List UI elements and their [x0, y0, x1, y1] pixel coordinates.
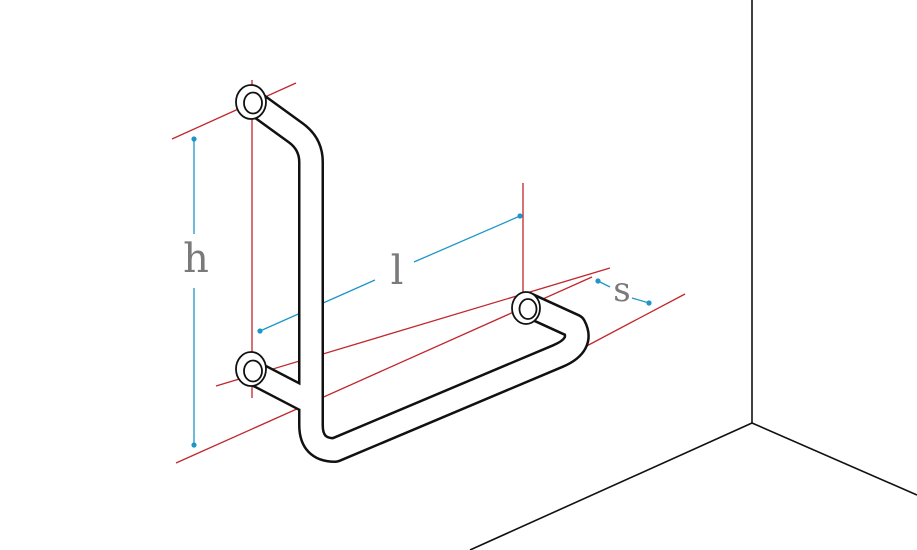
extension-lines: [171, 80, 686, 464]
standoff-endpoint-right: [646, 300, 652, 306]
length-endpoint-right: [517, 213, 523, 219]
mount-flange-bottom: [235, 351, 267, 387]
extension-line-top: [171, 82, 297, 140]
length-endpoint-left: [257, 328, 263, 334]
floor-edge-right: [751, 422, 917, 496]
floor-edge-left: [469, 422, 753, 550]
grab-bar: [239, 91, 590, 463]
mount-flange-right: [511, 291, 541, 325]
length-label: l: [391, 248, 404, 294]
dimension-lines: [193, 139, 650, 445]
extension-line-mid: [215, 267, 611, 387]
dimension-endpoints: [191, 136, 652, 448]
mount-flange-top: [235, 84, 267, 120]
mount-flanges: [235, 84, 541, 387]
height-endpoint-bottom: [191, 442, 197, 448]
room-corner: [469, 0, 917, 550]
standoff-endpoint-left: [595, 278, 601, 284]
standoff-label: s: [613, 270, 630, 310]
height-endpoint-top: [191, 136, 197, 142]
standoff-dimension-right: [631, 297, 650, 304]
height-label: h: [183, 236, 209, 282]
grab-bar-body-main: [245, 93, 588, 461]
length-dimension-right: [413, 215, 521, 263]
